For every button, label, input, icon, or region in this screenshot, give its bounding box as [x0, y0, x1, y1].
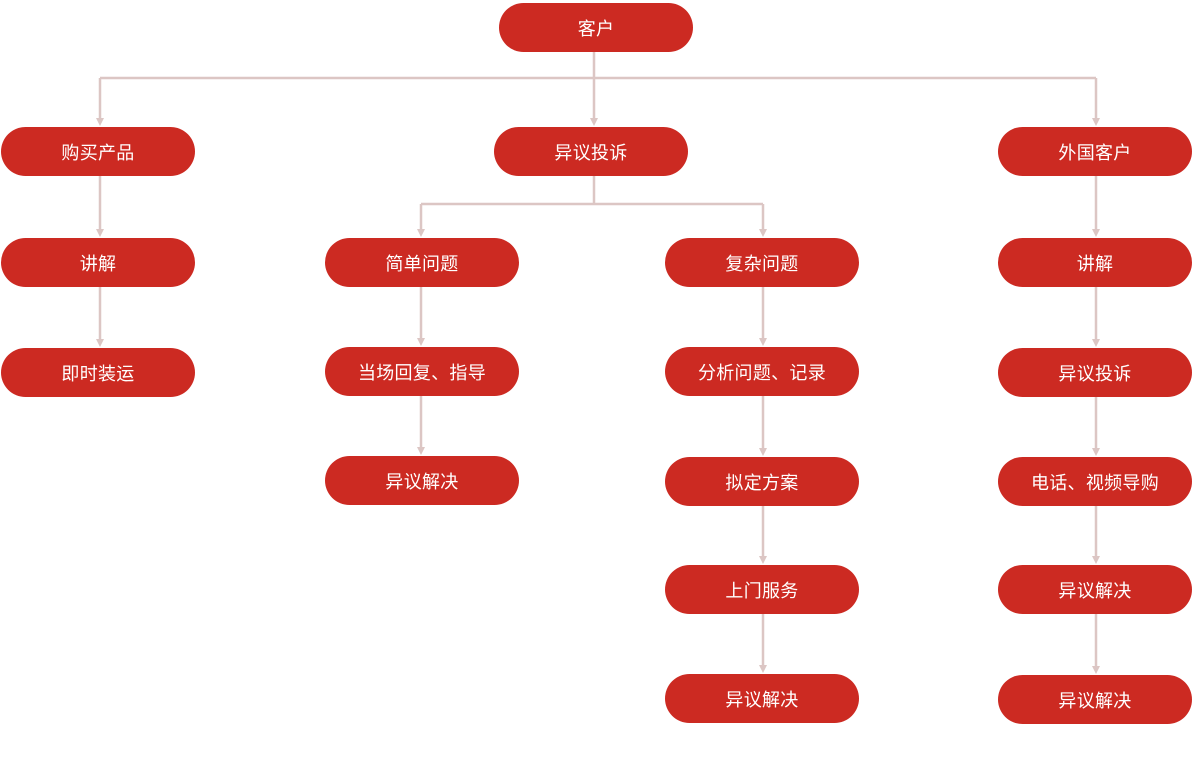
- arrowhead: [96, 229, 104, 237]
- node-foreign-objection: 异议投诉: [998, 348, 1192, 397]
- node-buy-explain: 讲解: [1, 238, 195, 287]
- arrowhead: [417, 338, 425, 346]
- node-foreign-explain: 讲解: [998, 238, 1192, 287]
- node-simple-resolve: 异议解决: [325, 456, 519, 505]
- node-foreign-customer: 外国客户: [998, 127, 1192, 176]
- arrowhead: [417, 229, 425, 237]
- arrowhead: [759, 665, 767, 673]
- node-buy-product-label: 购买产品: [61, 142, 135, 164]
- node-complex-problem-label: 复杂问题: [725, 253, 799, 275]
- arrowhead: [96, 339, 104, 347]
- node-buy-ship: 即时装运: [1, 348, 195, 397]
- arrowhead: [1092, 118, 1100, 126]
- node-foreign-resolve-1-label: 异议解决: [1058, 580, 1132, 602]
- node-simple-reply-label: 当场回复、指导: [357, 362, 487, 384]
- node-objection: 异议投诉: [494, 127, 688, 176]
- arrowhead: [759, 556, 767, 564]
- arrowhead: [417, 447, 425, 455]
- node-foreign-explain-label: 讲解: [1076, 253, 1114, 275]
- node-buy-explain-label: 讲解: [79, 253, 117, 275]
- arrowhead: [1092, 339, 1100, 347]
- node-foreign-customer-label: 外国客户: [1058, 142, 1132, 164]
- arrowhead: [1092, 448, 1100, 456]
- node-objection-label: 异议投诉: [554, 142, 628, 164]
- node-foreign-video-label: 电话、视频导购: [1030, 472, 1160, 494]
- node-complex-problem: 复杂问题: [665, 238, 859, 287]
- arrowhead: [759, 448, 767, 456]
- arrowhead: [96, 118, 104, 126]
- node-complex-visit: 上门服务: [665, 565, 859, 614]
- node-complex-resolve-label: 异议解决: [725, 689, 799, 711]
- arrowhead: [1092, 666, 1100, 674]
- arrowhead: [759, 338, 767, 346]
- node-foreign-resolve-2-label: 异议解决: [1058, 690, 1132, 712]
- node-complex-visit-label: 上门服务: [725, 580, 799, 602]
- node-simple-problem: 简单问题: [325, 238, 519, 287]
- node-simple-resolve-label: 异议解决: [385, 471, 459, 493]
- node-foreign-video: 电话、视频导购: [998, 457, 1192, 506]
- arrowhead: [1092, 229, 1100, 237]
- node-complex-plan: 拟定方案: [665, 457, 859, 506]
- node-simple-reply: 当场回复、指导: [325, 347, 519, 396]
- node-simple-problem-label: 简单问题: [385, 253, 459, 275]
- node-buy-product: 购买产品: [1, 127, 195, 176]
- node-complex-resolve: 异议解决: [665, 674, 859, 723]
- node-foreign-resolve-1: 异议解决: [998, 565, 1192, 614]
- arrowhead: [590, 118, 598, 126]
- node-complex-analyze-label: 分析问题、记录: [697, 362, 827, 384]
- node-complex-analyze: 分析问题、记录: [665, 347, 859, 396]
- arrowhead: [759, 229, 767, 237]
- node-foreign-objection-label: 异议投诉: [1058, 363, 1132, 385]
- node-root-label: 客户: [577, 18, 615, 40]
- arrowhead: [1092, 556, 1100, 564]
- node-root: 客户: [499, 3, 693, 52]
- node-complex-plan-label: 拟定方案: [725, 472, 799, 494]
- node-buy-ship-label: 即时装运: [61, 363, 135, 385]
- node-foreign-resolve-2: 异议解决: [998, 675, 1192, 724]
